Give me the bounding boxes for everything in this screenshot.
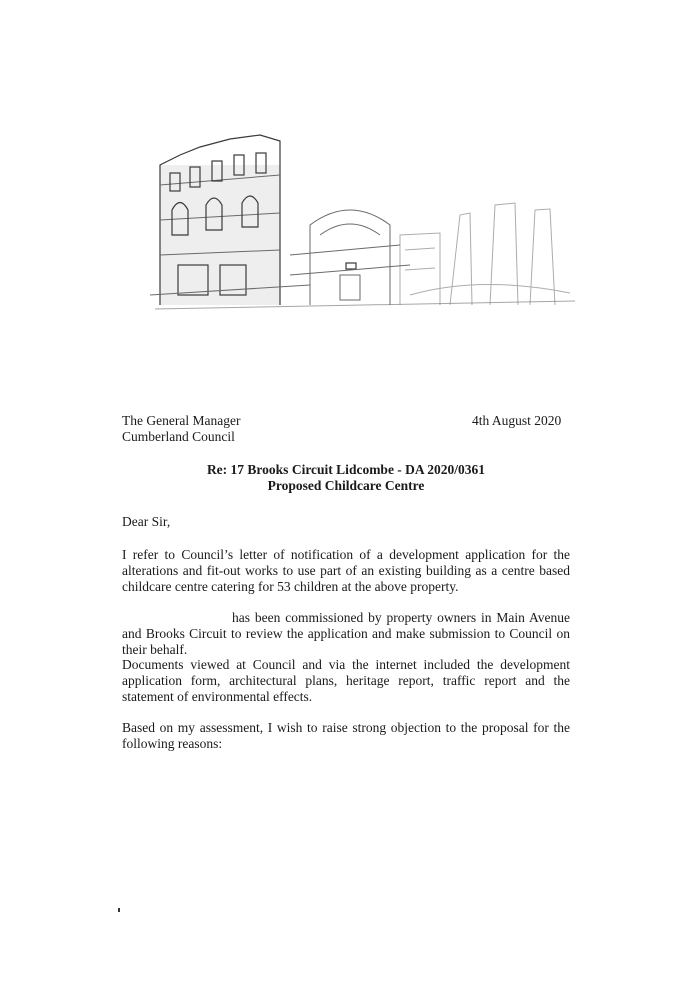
recipient-address: The General Manager Cumberland Council <box>122 413 240 445</box>
paragraph-documents: Documents viewed at Council and via the … <box>122 657 570 704</box>
scan-mark <box>118 908 120 912</box>
recipient-line-1: The General Manager <box>122 413 241 428</box>
subject-line-2: Proposed Childcare Centre <box>267 478 425 493</box>
subject-line-1: Re: 17 Brooks Circuit Lidcombe - DA 2020… <box>206 462 486 477</box>
paragraph-objection: Based on my assessment, I wish to raise … <box>122 720 570 751</box>
letter-date: 4th August 2020 <box>472 413 562 428</box>
subject-heading: Re: 17 Brooks Circuit Lidcombe - DA 2020… <box>122 462 570 494</box>
paragraph-notification: I refer to Council’s letter of notificat… <box>122 547 570 594</box>
paragraph-commission-text: has been commissioned by property owners… <box>122 610 570 657</box>
salutation: Dear Sir, <box>122 514 171 529</box>
paragraph-commission: has been commissioned by property owners… <box>122 610 570 658</box>
streetscape-sketch-illustration <box>150 134 576 310</box>
recipient-line-2: Cumberland Council <box>122 429 235 444</box>
